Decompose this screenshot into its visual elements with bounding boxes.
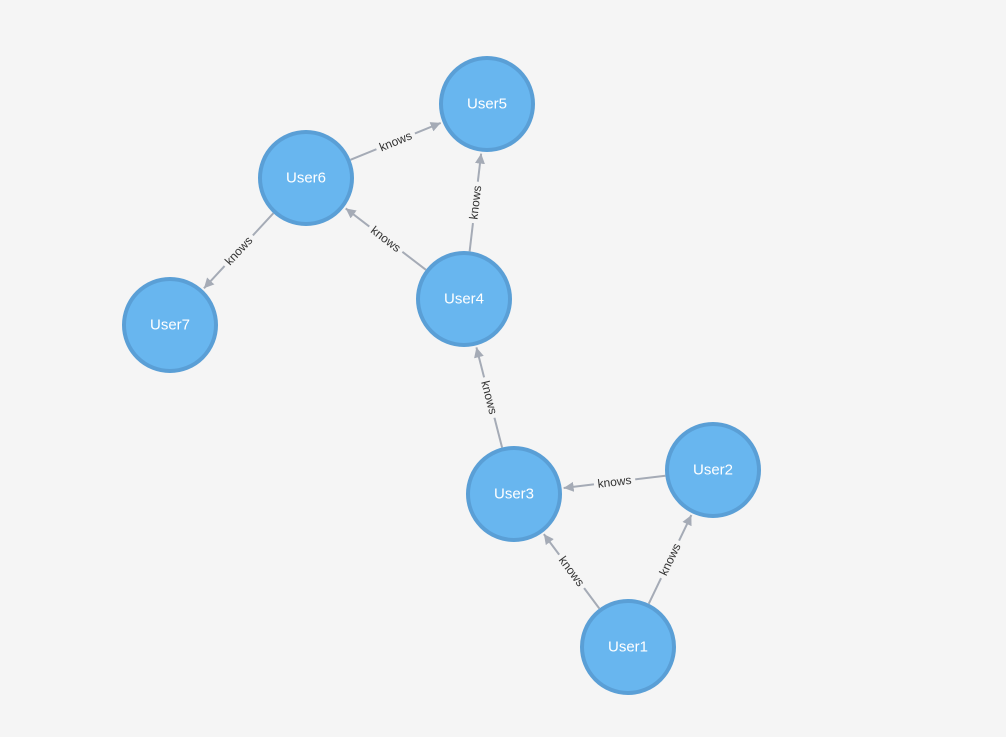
edge-user4-user6[interactable]: knows [345, 207, 427, 271]
edge-user1-user2[interactable]: knows [647, 514, 693, 605]
node-circle [122, 277, 218, 373]
node-circle [439, 56, 535, 152]
node-user5[interactable]: User5 [439, 56, 535, 152]
edge-user1-user3[interactable]: knows [543, 533, 601, 610]
node-circle [258, 130, 354, 226]
node-circle [466, 446, 562, 542]
edge-line [543, 533, 601, 610]
edge-user4-user5[interactable]: knows [462, 153, 489, 252]
node-circle [416, 251, 512, 347]
edge-line [647, 514, 693, 605]
node-user6[interactable]: User6 [258, 130, 354, 226]
edge-line [203, 212, 275, 289]
node-circle [580, 599, 676, 695]
node-user4[interactable]: User4 [416, 251, 512, 347]
edge-user2-user3[interactable]: knows [563, 468, 666, 495]
edge-line [350, 121, 442, 161]
node-user7[interactable]: User7 [122, 277, 218, 373]
node-user2[interactable]: User2 [665, 422, 761, 518]
edge-line [468, 153, 485, 252]
node-user3[interactable]: User3 [466, 446, 562, 542]
edge-user6-user7[interactable]: knows [203, 212, 275, 289]
edge-user3-user4[interactable]: knows [474, 347, 505, 448]
edge-user6-user5[interactable]: knows [350, 121, 442, 161]
edge-line [563, 474, 666, 492]
edge-line [345, 207, 427, 271]
edge-line [474, 347, 504, 448]
node-user1[interactable]: User1 [580, 599, 676, 695]
node-circle [665, 422, 761, 518]
